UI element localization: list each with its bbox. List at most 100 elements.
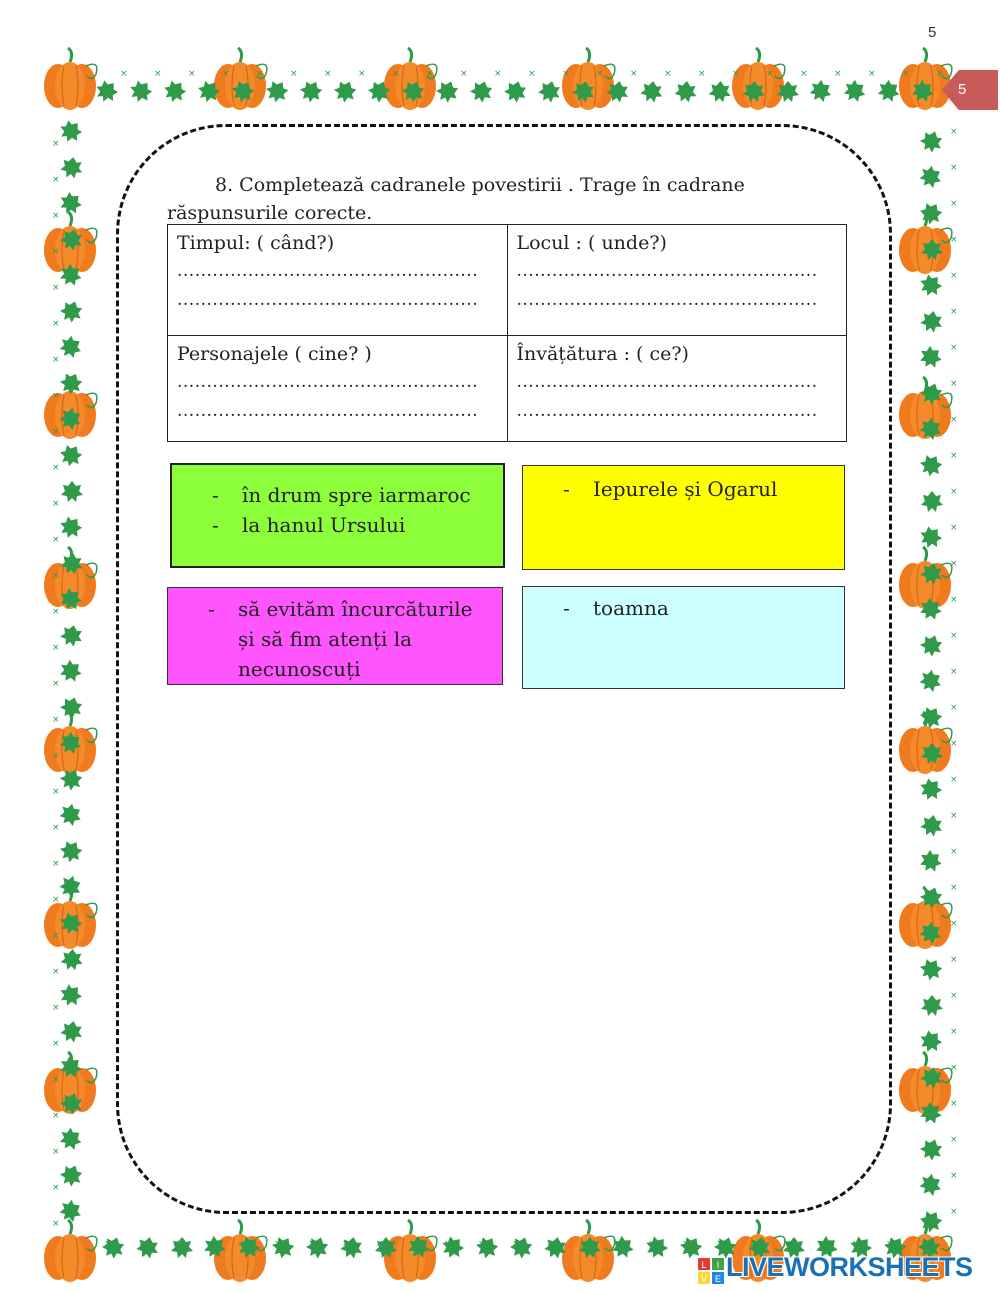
- sparkle-icon: ×: [52, 1147, 60, 1157]
- leaf-icon: [60, 229, 82, 251]
- sparkle-icon: ×: [800, 69, 808, 79]
- leaf-icon: [367, 81, 391, 103]
- sparkle-icon: ×: [950, 811, 958, 821]
- sparkle-icon: ×: [784, 1239, 792, 1249]
- quadrant-label: Învățătura : ( ce?): [516, 343, 689, 365]
- pumpkin-icon: [384, 46, 438, 110]
- drop-zone-characters[interactable]: Personajele ( cine? ) ..................…: [167, 335, 508, 442]
- sparkle-icon: ×: [478, 1239, 486, 1249]
- drop-zone-lesson[interactable]: Învățătura : ( ce?) ....................…: [506, 335, 847, 442]
- sparkle-icon: ×: [52, 427, 60, 437]
- sparkle-icon: ×: [950, 667, 958, 677]
- sparkle-icon: ×: [138, 1239, 146, 1249]
- leaf-icon: [713, 1237, 737, 1259]
- sparkle-icon: ×: [852, 1239, 860, 1249]
- answer-card-lesson[interactable]: să evităm încurcăturile și să fim atenți…: [167, 587, 503, 685]
- leaf-icon: [919, 1211, 943, 1233]
- leaf-icon: [612, 1235, 634, 1258]
- answer-card-characters[interactable]: Iepurele și Ogarul: [522, 465, 845, 570]
- leaf-icon: [60, 625, 82, 647]
- leaf-icon: [408, 1235, 430, 1258]
- leaf-icon: [883, 1237, 907, 1259]
- story-quadrants-table: Timpul: ( când?) .......................…: [167, 224, 847, 442]
- sparkle-icon: ×: [444, 1239, 452, 1249]
- leaf-icon: [59, 841, 83, 863]
- answer-item: la hanul Ursului: [172, 510, 503, 540]
- drop-zone-time[interactable]: Timpul: ( când?) .......................…: [167, 224, 508, 336]
- sparkle-icon: ×: [154, 69, 162, 79]
- leaf-icon: [171, 1237, 193, 1258]
- leaf-icon: [60, 120, 83, 142]
- sparkle-icon: ×: [52, 139, 60, 149]
- leaf-icon: [60, 553, 83, 575]
- liveworksheets-watermark: L I V E LIVEWORKSHEETS: [698, 1252, 994, 1288]
- leaf-icon: [96, 80, 119, 102]
- leaf-icon: [674, 81, 697, 103]
- leaf-icon: [59, 731, 82, 754]
- drop-zone-place[interactable]: Locul : ( unde?) .......................…: [506, 224, 847, 336]
- leaf-icon: [232, 80, 255, 103]
- sparkle-icon: ×: [52, 1183, 60, 1193]
- leaf-icon: [59, 373, 83, 395]
- dashed-frame: [116, 124, 892, 1214]
- sparkle-icon: ×: [324, 69, 332, 79]
- sparkle-icon: ×: [950, 1027, 958, 1037]
- answer-item: în drum spre iarmaroc: [172, 480, 503, 510]
- answer-line: ........................................…: [516, 261, 818, 281]
- leaf-icon: [60, 984, 83, 1006]
- leaf-icon: [59, 1199, 81, 1223]
- sparkle-icon: ×: [596, 69, 604, 79]
- leaf-icon: [816, 1235, 838, 1258]
- sparkle-icon: ×: [308, 1239, 316, 1249]
- sparkle-icon: ×: [950, 847, 958, 857]
- sparkle-icon: ×: [716, 1239, 724, 1249]
- leaf-icon: [333, 81, 357, 103]
- leaf-icon: [921, 239, 943, 260]
- leaf-icon: [469, 81, 493, 103]
- leaf-icon: [579, 1237, 601, 1258]
- leaf-icon: [60, 912, 83, 935]
- answer-card-place[interactable]: în drum spre iarmaroc la hanul Ursului: [170, 463, 505, 568]
- sparkle-icon: ×: [950, 523, 958, 533]
- sparkle-icon: ×: [950, 199, 958, 209]
- leaf-icon: [60, 444, 83, 467]
- answer-card-time[interactable]: toamna: [522, 586, 845, 689]
- sparkle-icon: ×: [52, 859, 60, 869]
- leaf-icon: [60, 1093, 83, 1115]
- leaf-icon: [679, 1237, 703, 1259]
- sparkle-icon: ×: [950, 127, 958, 137]
- leaf-icon: [59, 301, 83, 323]
- sparkle-icon: ×: [950, 595, 958, 605]
- sparkle-icon: ×: [52, 211, 60, 221]
- logo-letter: V: [701, 1274, 707, 1284]
- sparkle-icon: ×: [52, 1111, 60, 1121]
- leaf-icon: [843, 79, 866, 102]
- leaf-icon: [919, 921, 941, 945]
- sparkle-icon: ×: [630, 69, 638, 79]
- sparkle-icon: ×: [766, 69, 774, 79]
- leaf-icon: [299, 81, 323, 103]
- leaf-icon: [509, 1237, 533, 1259]
- leaf-icon: [60, 949, 83, 971]
- leaf-icon: [130, 80, 153, 102]
- sparkle-icon: ×: [950, 1099, 958, 1109]
- quadrant-label: Personajele ( cine? ): [177, 343, 372, 365]
- leaf-icon: [271, 1237, 295, 1259]
- sparkle-icon: ×: [274, 1239, 282, 1249]
- sparkle-icon: ×: [52, 355, 60, 365]
- leaf-icon: [919, 131, 943, 153]
- sparkle-icon: ×: [950, 883, 958, 893]
- pumpkin-icon: [899, 1050, 953, 1114]
- pumpkin-icon: [44, 1218, 98, 1282]
- leaf-icon: [920, 345, 942, 368]
- leaf-icon: [920, 1067, 942, 1089]
- sparkle-icon: ×: [528, 69, 536, 79]
- page-tab-number: 5: [958, 81, 967, 98]
- sparkle-icon: ×: [950, 919, 958, 929]
- leaf-icon: [61, 481, 83, 502]
- sparkle-icon: ×: [52, 499, 60, 509]
- pumpkin-icon: [899, 210, 953, 274]
- leaf-icon: [640, 81, 663, 103]
- leaf-icon: [59, 407, 81, 431]
- leaf-icon: [442, 1236, 465, 1258]
